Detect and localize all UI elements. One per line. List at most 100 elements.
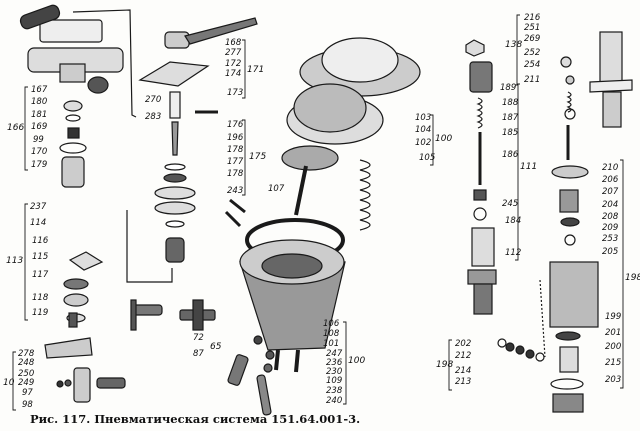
part-label: 116 <box>32 236 49 246</box>
part-label: 206 <box>602 175 619 185</box>
part-label: 214 <box>455 366 472 376</box>
part-label: 115 <box>32 252 49 262</box>
part-label: 185 <box>502 128 519 138</box>
part-label: 248 <box>18 358 35 368</box>
part-label: 215 <box>605 358 622 368</box>
part-label: 180 <box>31 97 48 107</box>
relief-valve-column <box>465 39 497 315</box>
part-label: 249 <box>18 378 35 388</box>
part-label: 211 <box>524 75 541 85</box>
part-label: 119 <box>32 308 49 318</box>
part-label: 208 <box>602 212 619 222</box>
part-label: 168 <box>225 38 242 48</box>
part-label: 108 <box>323 329 340 339</box>
part-label: 112 <box>505 248 522 258</box>
part-label: 247 <box>326 349 343 359</box>
part-label: 106 <box>323 319 340 329</box>
figure-caption: Рис. 117. Пневматическая система 151.64.… <box>30 412 361 426</box>
part-label: 177 <box>227 157 244 167</box>
part-label: 178 <box>227 145 244 155</box>
part-label: 176 <box>227 120 244 130</box>
assembly-label: 113 <box>6 256 24 266</box>
part-label: 184 <box>505 216 522 226</box>
part-label: 114 <box>30 218 47 228</box>
part-label: 212 <box>455 351 472 361</box>
part-label: 245 <box>502 199 519 209</box>
part-label: 202 <box>455 339 472 349</box>
part-label: 181 <box>31 110 48 120</box>
assembly-label: 65 <box>210 342 222 352</box>
part-label: 205 <box>602 247 619 257</box>
part-label: 107 <box>268 184 285 194</box>
assembly-label: 111 <box>520 162 538 172</box>
part-label: 186 <box>502 150 519 160</box>
part-label: 270 <box>145 95 162 105</box>
part-label: 200 <box>605 342 622 352</box>
part-label: 210 <box>602 163 619 173</box>
part-label: 104 <box>415 125 432 135</box>
part-label: 243 <box>227 186 244 196</box>
part-label: 203 <box>605 375 622 385</box>
part-label: 103 <box>415 113 432 123</box>
part-label: 178 <box>227 169 244 179</box>
part-label: 283 <box>145 112 162 122</box>
part-label: 209 <box>602 223 619 233</box>
part-label: 105 <box>419 153 436 163</box>
part-label: 109 <box>326 376 343 386</box>
part-label: 230 <box>326 367 343 377</box>
brake-chamber-part <box>224 37 421 416</box>
assembly-label: 175 <box>249 152 267 162</box>
part-label: 102 <box>415 138 432 148</box>
part-label: 278 <box>18 349 35 359</box>
part-label: 101 <box>323 339 340 349</box>
part-label: 250 <box>18 369 35 379</box>
assembly-label: 198 <box>625 273 640 283</box>
part-label: 238 <box>326 386 343 396</box>
part-label: 207 <box>602 187 619 197</box>
part-label: 251 <box>524 23 541 33</box>
control-valve-column <box>497 31 633 413</box>
leader-brackets <box>12 14 624 411</box>
part-label: 201 <box>605 328 622 338</box>
part-label: 204 <box>602 200 619 210</box>
part-label: 236 <box>326 358 343 368</box>
part-label: 173 <box>227 88 244 98</box>
part-label: 254 <box>524 60 541 70</box>
part-label: 87 <box>193 349 204 359</box>
part-label: 240 <box>326 396 343 406</box>
assembly-label: 100 <box>348 356 366 366</box>
part-label: 253 <box>602 234 619 244</box>
part-label: 196 <box>227 133 244 143</box>
handle-part <box>126 17 258 283</box>
assembly-label: 138 <box>505 40 523 50</box>
assembly-label: 171 <box>247 65 265 75</box>
part-label: 174 <box>225 69 242 79</box>
part-label: 99 <box>33 135 44 145</box>
assembly-label: 10 <box>3 378 15 388</box>
part-label: 199 <box>605 312 622 322</box>
assembly-label: 166 <box>7 123 25 133</box>
part-label: 277 <box>225 48 242 58</box>
left-valve-stack <box>44 100 126 403</box>
fittings-part <box>130 299 216 331</box>
part-label: 72 <box>193 333 204 343</box>
part-label: 213 <box>455 377 472 387</box>
part-label: 237 <box>30 202 47 212</box>
part-label: 179 <box>31 160 48 170</box>
part-label: 167 <box>31 85 48 95</box>
part-label: 189 <box>500 83 517 93</box>
part-label: 252 <box>524 48 541 58</box>
part-label: 172 <box>225 59 242 69</box>
part-label: 169 <box>31 122 48 132</box>
part-label: 170 <box>31 147 48 157</box>
part-label: 188 <box>502 98 519 108</box>
valve-body-part <box>19 4 137 118</box>
part-label: 118 <box>32 293 49 303</box>
part-label: 98 <box>22 400 33 410</box>
assembly-label: 100 <box>435 134 453 144</box>
part-label: 216 <box>524 13 541 23</box>
part-label: 269 <box>524 34 541 44</box>
part-label: 117 <box>32 270 49 280</box>
